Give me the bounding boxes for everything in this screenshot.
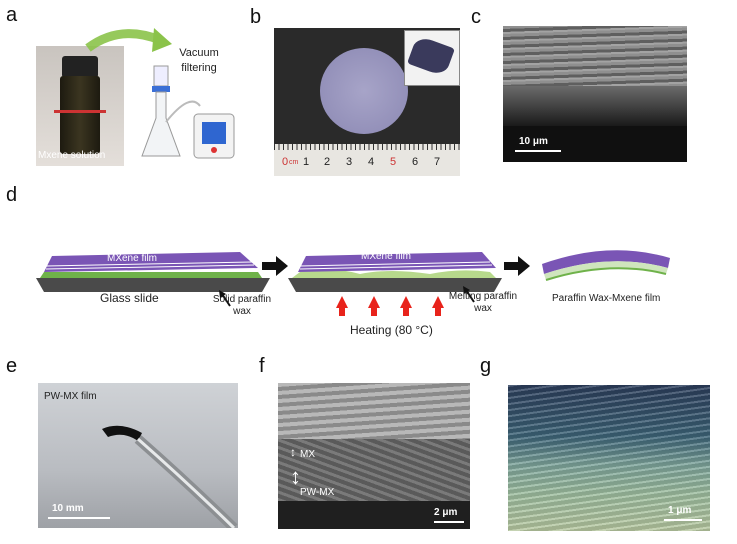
film-label: PW-MX film [44, 391, 97, 402]
sem-cross-section-f: ↕ ↕ MX PW-MX 2 μm [278, 383, 470, 529]
ruler-tick-0: 0 [282, 156, 289, 168]
scale-bar-g [664, 519, 702, 521]
panel-label-e: e [6, 355, 18, 377]
scale-bar-label-f: 2 μm [434, 507, 458, 518]
ruler-tick-2: 2 [324, 156, 331, 168]
step2-wax-label: Melting paraffin wax [448, 291, 518, 314]
step1-base-label: Glass slide [100, 291, 159, 305]
panel-label-b: b [250, 6, 262, 28]
scale-bar-label-c: 10 μm [519, 136, 548, 147]
inset-flexible-film [404, 30, 460, 86]
scale-bar-label-e: 10 mm [52, 503, 84, 514]
heating-arrow-icons [336, 296, 444, 316]
vacuum-filtering-diagram [85, 28, 235, 159]
ruler-tick-6: 6 [412, 156, 419, 168]
ruler-tick-1: 1 [303, 156, 310, 168]
sem-colored-g: 1 μm [508, 385, 710, 531]
ruler-tick-7: 7 [434, 156, 441, 168]
ruler-unit: cm [289, 159, 299, 166]
photo-mxene-solution: Mxene solution [36, 46, 124, 166]
layer-label-pw-mx: PW-MX [300, 487, 335, 498]
panel-label-f: f [259, 355, 265, 377]
solution-label: Mxene solution [38, 150, 106, 161]
panel-label-g: g [480, 355, 492, 377]
step2-film-label: MXene film [361, 251, 412, 262]
ruler-tick-5: 5 [390, 156, 397, 168]
photo-pw-mx-film: PW-MX film 10 mm [38, 383, 238, 528]
photo-mxene-disc: 0 cm 1 2 3 4 5 6 7 [274, 28, 460, 176]
layer-label-mx: MX [300, 449, 315, 460]
ruler-tick-3: 3 [346, 156, 353, 168]
fabrication-schematic [36, 250, 670, 316]
panel-label-a: a [6, 4, 18, 26]
sem-cross-section-c: 10 μm [503, 26, 687, 162]
panel-label-d: d [6, 184, 18, 206]
step1-film-label: MXene film [107, 253, 158, 264]
ruler: 0 cm 1 2 3 4 5 6 7 [274, 144, 460, 176]
step3-film-label: Paraffin Wax-Mxene film [552, 293, 661, 304]
scale-bar-f [434, 521, 464, 523]
scale-bar-e [48, 517, 110, 519]
process-arrow-icon [262, 256, 288, 276]
scale-bar-label-g: 1 μm [668, 505, 692, 516]
panel-label-c: c [471, 6, 481, 28]
ruler-tick-4: 4 [368, 156, 375, 168]
scale-bar-c [515, 150, 561, 152]
step1-wax-label: Solid paraffin wax [212, 294, 272, 317]
step2-heat-label: Heating (80 °C) [350, 323, 433, 337]
green-arrow-icon [152, 28, 172, 52]
vacuum-filtering-label: Vacuum filtering [179, 47, 219, 74]
